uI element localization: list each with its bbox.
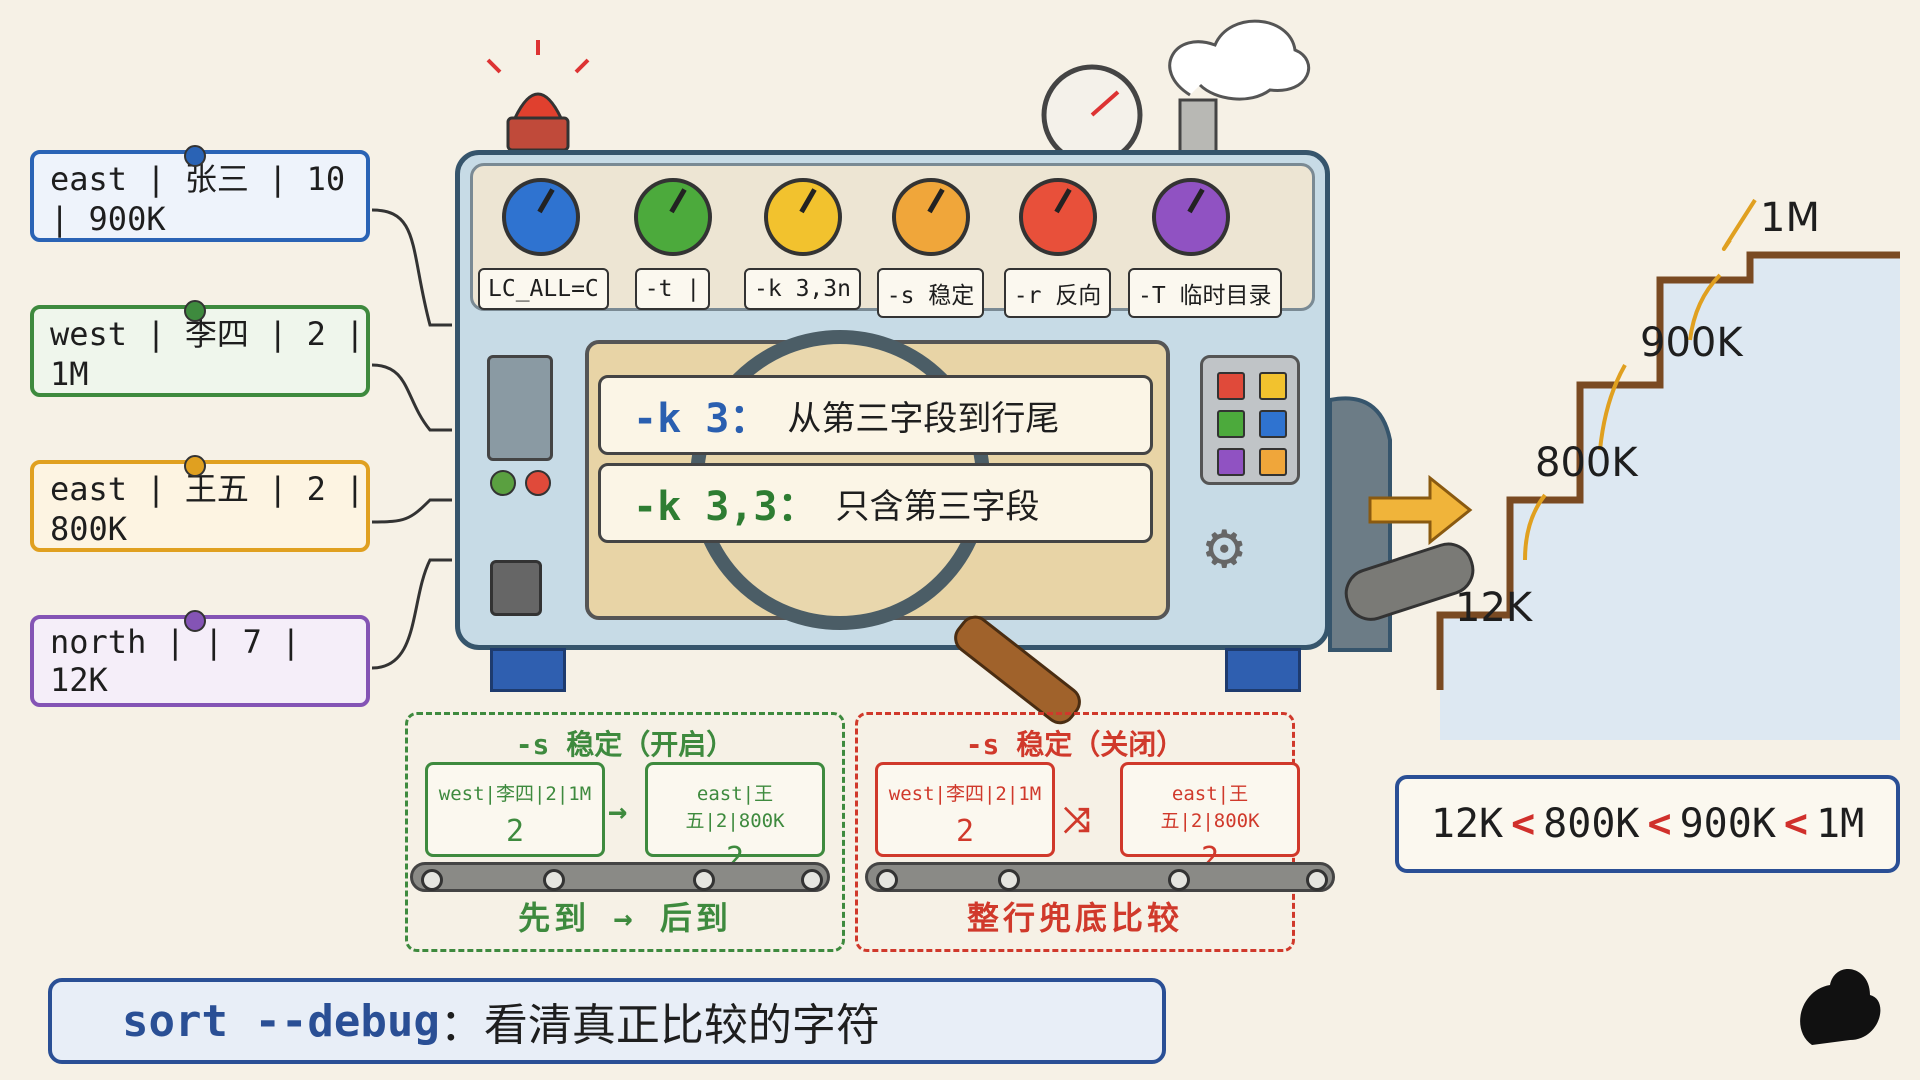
stair-label: 1M: [1760, 195, 1820, 241]
arrow-right-icon: →: [608, 792, 628, 830]
input-record-text: north | | 7 | 12K: [50, 623, 301, 699]
numeric-order-result: 12K < 800K < 900K < 1M: [1395, 775, 1900, 873]
stable-on-record-first: west|李四|2|1M 2: [425, 762, 605, 857]
order-value: 12K: [1430, 801, 1504, 847]
belt-roller: [421, 869, 443, 891]
debug-description: 看清真正比较的字符: [483, 1000, 880, 1051]
stable-on-footer: 先到 → 后到: [518, 899, 732, 937]
gears-icon: ⚙: [1205, 510, 1244, 584]
pin-icon: [184, 455, 206, 477]
green-indicator: [490, 470, 516, 496]
knob-label: -r 反向: [1003, 268, 1112, 318]
knob-dial-icon[interactable]: [891, 178, 970, 256]
k3-explanation: -k 3： 从第三字段到行尾: [598, 375, 1153, 455]
option-knob-4[interactable]: -s 稳定: [868, 178, 993, 318]
belt-roller: [1168, 869, 1190, 891]
k3-description: 从第三字段到行尾: [787, 398, 1060, 439]
grid-button[interactable]: [1259, 372, 1287, 400]
machine-leg: [490, 648, 566, 692]
input-record-text: east | 张三 | 10 | 900K: [50, 160, 346, 238]
machine-leg: [1225, 648, 1301, 692]
belt-roller: [998, 869, 1020, 891]
debug-separator: ：: [439, 1000, 484, 1051]
input-record-card: north | | 7 | 12K: [30, 610, 370, 707]
grid-button[interactable]: [1217, 410, 1245, 438]
stable-off-title: -s 稳定（关闭）: [965, 728, 1185, 761]
grid-button[interactable]: [1217, 448, 1245, 476]
debug-tip: sort --debug ： 看清真正比较的字符: [48, 978, 1166, 1064]
stable-on-title: -s 稳定（开启）: [515, 728, 735, 761]
knob-dial-icon[interactable]: [1018, 178, 1097, 256]
belt-roller: [876, 869, 898, 891]
stable-off-record-first: west|李四|2|1M 2: [875, 762, 1055, 857]
order-value: 900K: [1679, 801, 1776, 847]
stable-off-record-second: east|王五|2|800K 2: [1120, 762, 1300, 876]
stair-label: 900K: [1640, 320, 1743, 366]
less-than-sign: <: [1783, 801, 1808, 847]
knob-label: -s 稳定: [876, 268, 985, 318]
belt-roller: [1306, 869, 1328, 891]
red-indicator: [525, 470, 551, 496]
less-than-sign: <: [1511, 801, 1536, 847]
input-record-card: east | 王五 | 2 | 800K: [30, 455, 370, 552]
option-knob-1[interactable]: LC_ALL=C: [478, 178, 609, 313]
pin-icon: [184, 145, 206, 167]
grid-button[interactable]: [1217, 372, 1245, 400]
knob-label: -t |: [634, 268, 711, 310]
record-key: 2: [505, 814, 525, 849]
knob-label: LC_ALL=C: [478, 268, 609, 310]
knob-label: -T 临时目录: [1128, 268, 1282, 318]
k3-option: -k 3：: [633, 396, 770, 442]
knob-label: -k 3,3n: [744, 268, 861, 310]
record-key: 2: [955, 814, 975, 849]
input-record-text: east | 王五 | 2 | 800K: [50, 470, 365, 548]
input-record-text: west | 李四 | 2 | 1M: [50, 315, 365, 393]
lever[interactable]: [490, 560, 542, 616]
grid-button[interactable]: [1259, 410, 1287, 438]
order-value: 1M: [1816, 801, 1865, 847]
vent-grille: [487, 355, 553, 461]
belt-roller: [543, 869, 565, 891]
stair-label: 800K: [1535, 440, 1638, 486]
button-grid: [1200, 355, 1300, 485]
k33-option: -k 3,3：: [633, 484, 818, 530]
record-text: east|王五|2|800K: [685, 783, 785, 832]
stable-on-panel: -s 稳定（开启） 先到 → 后到: [405, 712, 845, 952]
record-text: east|王五|2|800K: [1160, 783, 1260, 832]
pin-icon: [184, 300, 206, 322]
option-knob-3[interactable]: -k 3,3n: [740, 178, 865, 313]
record-text: west|李四|2|1M: [438, 783, 592, 805]
knob-dial-icon[interactable]: [763, 178, 842, 256]
stair-label: 12K: [1455, 585, 1533, 631]
k33-description: 只含第三字段: [835, 486, 1040, 527]
swap-cross-icon: ⤨: [1063, 800, 1091, 840]
option-knob-2[interactable]: -t |: [610, 178, 735, 313]
option-knob-5[interactable]: -r 反向: [995, 178, 1120, 318]
conveyor-belt: [865, 862, 1335, 892]
input-record-card: east | 张三 | 10 | 900K: [30, 145, 370, 242]
option-knob-6[interactable]: -T 临时目录: [1128, 178, 1282, 318]
record-text: west|李四|2|1M: [888, 783, 1042, 805]
knob-dial-icon[interactable]: [1151, 178, 1230, 256]
stable-on-record-second: east|王五|2|800K 2: [645, 762, 825, 876]
order-value: 800K: [1543, 801, 1640, 847]
conveyor-belt: [410, 862, 830, 892]
belt-roller: [693, 869, 715, 891]
input-record-card: west | 李四 | 2 | 1M: [30, 300, 370, 397]
pin-icon: [184, 610, 206, 632]
grid-button[interactable]: [1259, 448, 1287, 476]
stable-off-footer: 整行兜底比较: [966, 899, 1183, 937]
debug-command: sort --debug: [122, 995, 440, 1047]
knob-dial-icon[interactable]: [633, 178, 712, 256]
knob-dial-icon[interactable]: [501, 178, 580, 256]
stable-off-panel: -s 稳定（关闭） 整行兜底比较: [855, 712, 1295, 952]
less-than-sign: <: [1647, 801, 1672, 847]
belt-roller: [801, 869, 823, 891]
k33-explanation: -k 3,3： 只含第三字段: [598, 463, 1153, 543]
